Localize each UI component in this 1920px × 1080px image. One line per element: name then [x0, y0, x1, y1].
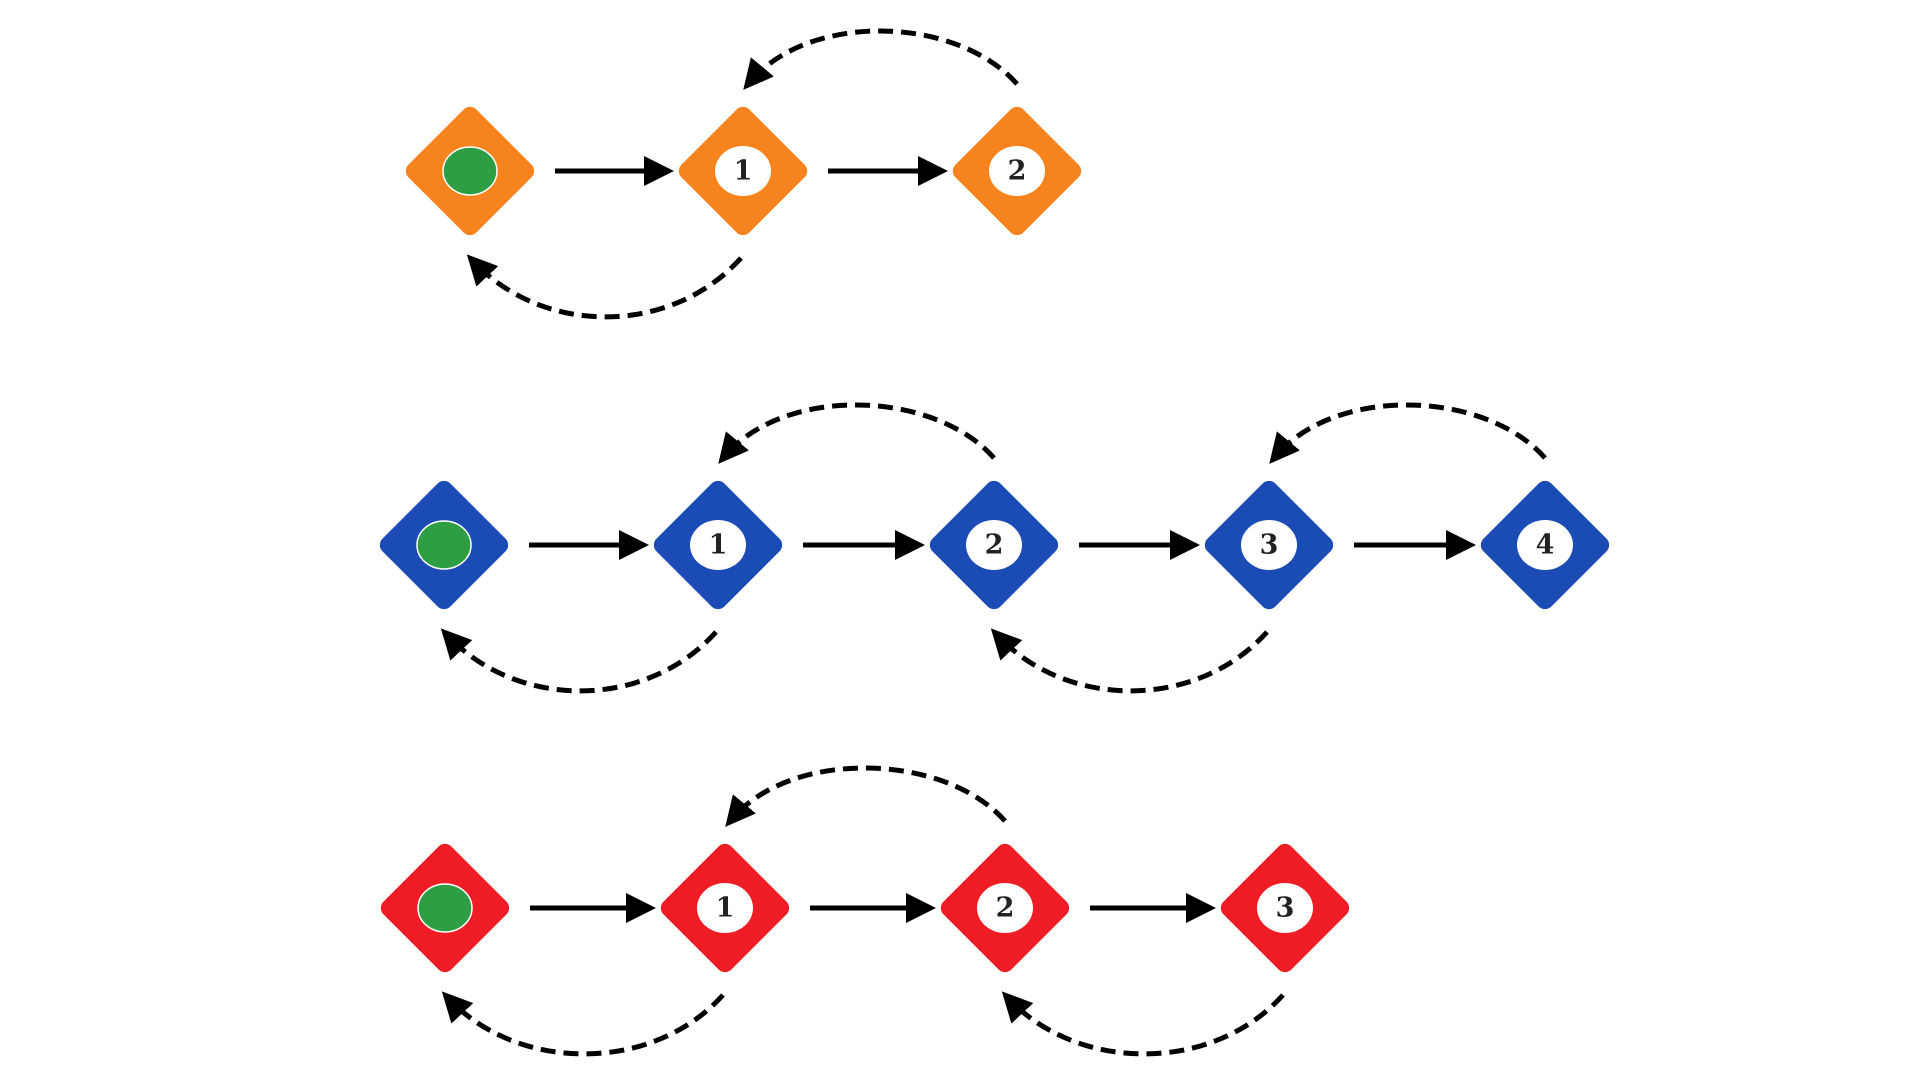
- back-arrow-1-to-0: [441, 991, 725, 1057]
- forward-arrows-layer: [529, 156, 1477, 923]
- node-label-bubble: [697, 883, 753, 933]
- start-dot: [417, 883, 473, 933]
- node-label-bubble: [715, 146, 771, 196]
- start-node: [405, 106, 535, 236]
- start-dot: [442, 146, 498, 196]
- node-number-label: 1: [716, 893, 735, 924]
- start-node: [380, 843, 510, 973]
- node-label-bubble: [690, 520, 746, 570]
- back-arrow-2-to-1: [725, 765, 1007, 827]
- node-number-label: 2: [996, 893, 1015, 924]
- back-arrow-4-to-3: [1269, 402, 1547, 464]
- back-arrow-2-to-1: [718, 402, 996, 464]
- start-node: [379, 480, 509, 610]
- back-arrow-3-to-2: [990, 628, 1269, 694]
- start-dot: [416, 520, 472, 570]
- state-node-3: 3: [1220, 843, 1350, 973]
- back-arrow-1-to-0: [440, 628, 718, 694]
- node-label-bubble: [966, 520, 1022, 570]
- back-arrow-2-to-1: [743, 28, 1019, 90]
- node-number-label: 4: [1536, 530, 1555, 561]
- node-label-bubble: [1517, 520, 1573, 570]
- state-node-2: 2: [929, 480, 1059, 610]
- node-number-label: 3: [1260, 530, 1279, 561]
- state-node-4: 4: [1480, 480, 1610, 610]
- node-number-label: 2: [985, 530, 1004, 561]
- state-node-1: 1: [660, 843, 790, 973]
- state-node-1: 1: [653, 480, 783, 610]
- node-number-label: 3: [1276, 893, 1295, 924]
- node-label-bubble: [977, 883, 1033, 933]
- node-label-bubble: [989, 146, 1045, 196]
- red-row: 1 2 3: [380, 843, 1350, 973]
- node-number-label: 2: [1008, 156, 1027, 187]
- state-node-2: 2: [952, 106, 1082, 236]
- back-arrow-1-to-0: [466, 254, 743, 320]
- state-node-1: 1: [678, 106, 808, 236]
- back-arrows-layer: [440, 28, 1547, 1057]
- node-label-bubble: [1257, 883, 1313, 933]
- back-arrow-3-to-2: [1001, 991, 1285, 1057]
- node-label-bubble: [1241, 520, 1297, 570]
- state-node-3: 3: [1204, 480, 1334, 610]
- blue-row: 1 2 3 4: [379, 480, 1610, 610]
- state-node-2: 2: [940, 843, 1070, 973]
- node-number-label: 1: [709, 530, 728, 561]
- node-number-label: 1: [734, 156, 753, 187]
